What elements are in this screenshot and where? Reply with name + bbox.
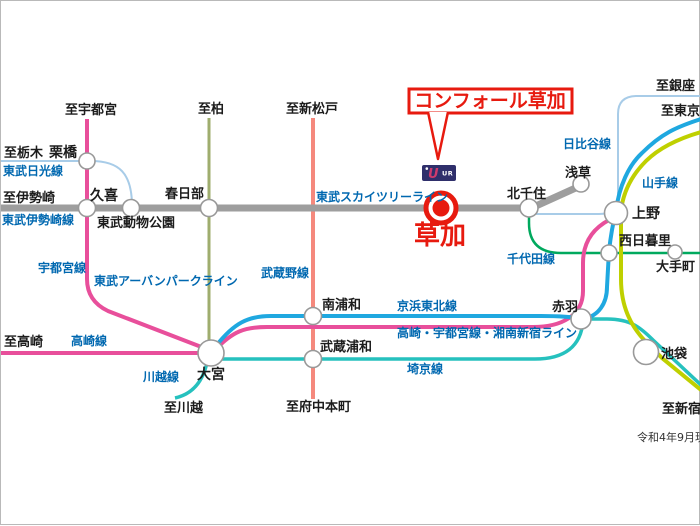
station-marker-kasukabe [199, 198, 219, 218]
line-label-utsunomiya: 宇都宮線 [38, 260, 86, 275]
callout-box [407, 87, 574, 115]
callout-pointer [426, 111, 450, 161]
station-marker-omiya [197, 339, 225, 367]
ur-logo: U UR [422, 165, 456, 182]
dest-label-takasaki: 至高崎 [4, 334, 43, 350]
dest-label-utsunomiya: 至宇都宮 [65, 102, 117, 118]
station-label-soka: 草加 [414, 221, 466, 251]
station-label-kasukabe: 春日部 [164, 186, 204, 202]
station-label-ueno: 上野 [632, 206, 660, 222]
line-label-saikyo: 埼京線 [407, 361, 443, 376]
ur-logo-text: UR [442, 170, 453, 178]
station-label-omiya: 大宮 [197, 366, 225, 383]
dest-label-kashiwa: 至柏 [198, 101, 224, 117]
station-marker-tobu-dobutsu-koen [121, 198, 141, 218]
station-marker-kita-senju [519, 198, 539, 218]
line-label-takasaki: 高崎線 [71, 333, 107, 348]
station-marker-ueno [603, 200, 629, 226]
station-marker-asakusa [572, 175, 590, 193]
station-label-akabane: 赤羽 [552, 299, 578, 315]
ur-logo-background [422, 165, 456, 181]
dest-label-ginza: 至銀座 [656, 78, 695, 94]
line-label-tobu-nikko: 東武日光線 [3, 163, 63, 178]
line-saikyo [214, 317, 700, 387]
station-label-musashi-urawa: 武蔵浦和 [320, 339, 372, 355]
station-marker-kurihashi [78, 152, 96, 170]
station-marker-akabane [570, 308, 592, 330]
line-label-tobu-isesaki: 東武伊勢崎線 [2, 212, 74, 227]
station-label-kurihashi: 栗橋 [49, 144, 78, 161]
line-keihin-tohoku [214, 117, 700, 348]
station-label-kuki: 久喜 [89, 187, 118, 204]
line-label-keihin-tohoku: 京浜東北線 [397, 298, 457, 313]
station-label-minami-urawa: 南浦和 [322, 297, 361, 313]
dest-label-shin-matsudo: 至新松戸 [286, 101, 338, 117]
station-marker-minami-urawa [303, 306, 323, 326]
line-label-kawagoe: 川越線 [142, 369, 179, 384]
dest-label-tokyo: 至東京 [661, 103, 700, 119]
line-label-chiyoda: 千代田線 [507, 251, 555, 266]
ur-logo-u-glyph: U [428, 167, 439, 182]
station-marker-ikebukuro [632, 338, 660, 366]
line-label-tobu-skytree: 東武スカイツリーライン [316, 189, 448, 204]
as-of-date-note: 令和4年9月現在 [637, 430, 700, 444]
dest-label-kawagoe: 至川越 [164, 400, 204, 416]
dest-label-isesaki: 至伊勢崎 [3, 190, 55, 206]
station-label-kita-senju: 北千住 [507, 186, 546, 202]
ur-logo-dot [425, 167, 429, 170]
station-label-tobu-dobutsu-koen: 東武動物公園 [97, 215, 175, 231]
line-label-tobu-urban-park: 東武アーバンパークライン [94, 273, 238, 288]
line-utsunomiya [85, 119, 205, 350]
line-label-yamanote: 山手線 [642, 175, 678, 190]
station-label-ikebukuro: 池袋 [661, 346, 688, 362]
callout-comfort-soka: コンフォール草加 [407, 87, 574, 161]
callout-label: コンフォール草加 [414, 89, 565, 112]
dest-label-tochigi: 至栃木 [4, 145, 44, 161]
line-label-takasaki-utsunomiya-shonan: 高崎・宇都宮線・湘南新宿ライン [397, 325, 577, 340]
station-marker-otemachi [667, 244, 683, 260]
line-label-musashino: 武蔵野線 [261, 265, 309, 280]
station-marker-musashi-urawa [303, 349, 323, 369]
station-marker-nishi-nippori [600, 244, 618, 262]
station-marker-kuki [77, 198, 97, 218]
line-label-hibiya: 日比谷線 [563, 136, 611, 151]
station-label-nishi-nippori: 西日暮里 [619, 233, 671, 249]
station-label-asakusa: 浅草 [565, 165, 591, 181]
line-yamanote [619, 130, 700, 392]
station-label-otemachi: 大手町 [656, 259, 695, 275]
station-marker-soka-dot [432, 199, 450, 217]
line-chiyoda [527, 212, 700, 255]
dest-label-fuchu-hommachi: 至府中本町 [286, 399, 351, 415]
dest-label-shinjuku: 至新宿 [662, 401, 700, 417]
